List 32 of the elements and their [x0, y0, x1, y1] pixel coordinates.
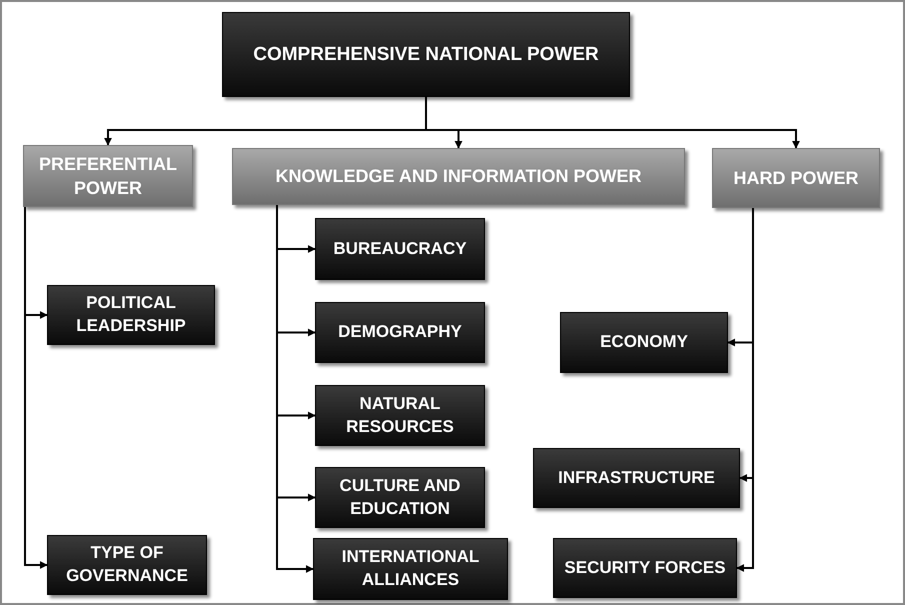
node-label: ECONOMY — [600, 331, 688, 354]
node-label: TYPE OF GOVERNANCE — [65, 542, 189, 587]
node-label: SECURITY FORCES — [564, 556, 726, 579]
node-label: INFRASTRUCTURE — [558, 466, 715, 489]
node-label: BUREAUCRACY — [333, 238, 467, 260]
node-label: CULTURE AND EDUCATION — [338, 474, 462, 520]
title-box — [222, 12, 630, 97]
node-label: POLITICAL LEADERSHIP — [75, 292, 187, 337]
node-label: COMPREHENSIVE NATIONAL POWER — [253, 42, 599, 67]
arrow — [425, 97, 800, 149]
factor-box — [47, 285, 215, 345]
node-label: DEMOGRAPHY — [338, 321, 462, 344]
factor-box — [315, 385, 485, 446]
factor-box — [315, 302, 485, 363]
node-label: HARD POWER — [734, 166, 858, 190]
node-label: NATURAL RESOURCES — [345, 392, 455, 438]
factor-box — [315, 467, 485, 528]
arrow — [276, 205, 314, 573]
node-label: INTERNATIONAL ALLIANCES — [340, 546, 480, 591]
category-box — [23, 145, 193, 207]
node-label: KNOWLEDGE AND INFORMATION POWER — [276, 165, 642, 188]
factor-box — [533, 448, 740, 508]
arrow — [736, 208, 754, 572]
factor-box — [47, 535, 207, 595]
factor-box — [313, 538, 508, 600]
factor-box — [560, 312, 728, 373]
node-label: PREFERENTIAL POWER — [38, 152, 178, 200]
arrow — [24, 207, 48, 569]
factor-box — [553, 538, 737, 598]
category-box — [232, 148, 685, 205]
category-box — [712, 148, 880, 208]
factor-box — [315, 218, 485, 280]
